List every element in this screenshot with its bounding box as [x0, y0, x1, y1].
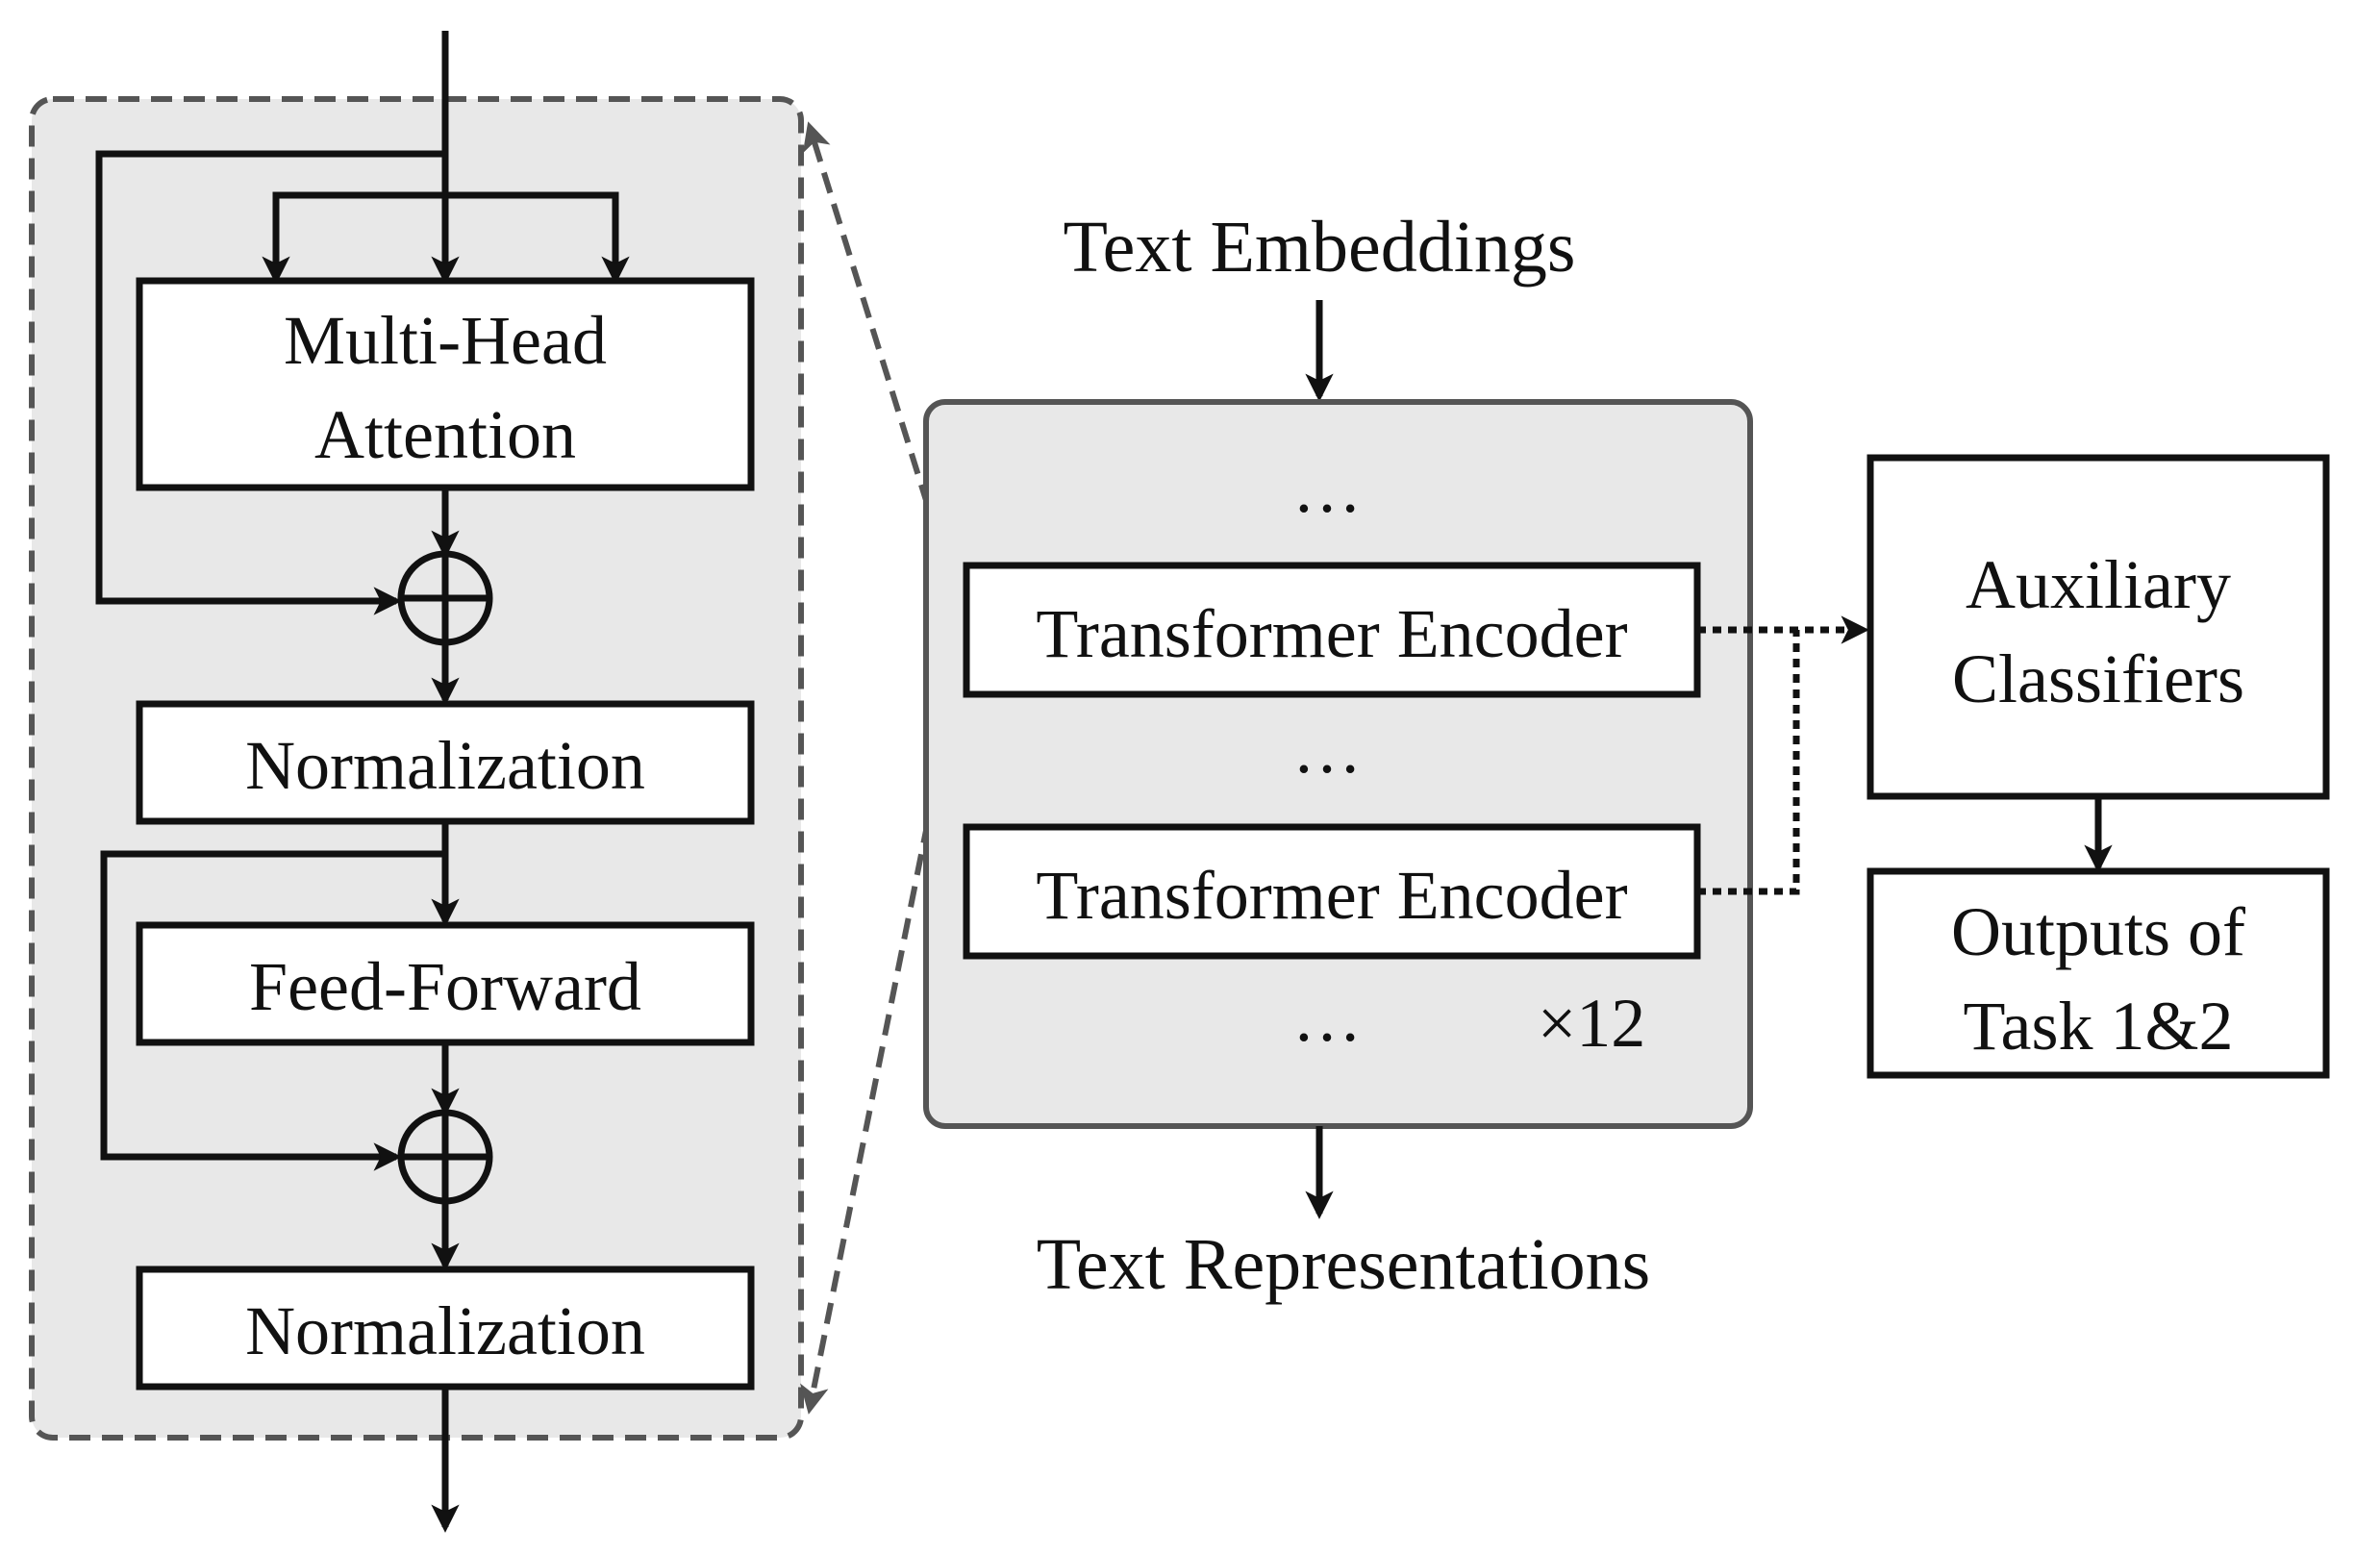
add-icon [397, 550, 493, 646]
multi-head-attention-box [136, 277, 755, 491]
normalization-label-2: Normalization [245, 1292, 645, 1369]
residual-connection-2 [100, 850, 445, 1171]
ellipsis-top: … [1292, 450, 1362, 527]
auxiliary-classifiers-box [1866, 454, 2330, 800]
text-representations-label: Text Representations [1037, 1224, 1650, 1305]
normalization-box-1 [136, 700, 755, 825]
repeat-count-label: ×12 [1538, 985, 1646, 1062]
normalization-label-1: Normalization [245, 727, 645, 804]
multi-head-attention-line2: Attention [314, 396, 576, 473]
encoder2-to-aux-connector [1697, 630, 1800, 895]
multi-head-attention-line1: Multi-Head [284, 302, 607, 379]
auxiliary-classifiers-line2: Classifiers [1952, 640, 2244, 717]
task-outputs-line1: Outputs of [1951, 893, 2245, 970]
task-outputs-box [1866, 867, 2330, 1079]
add-icon [397, 1109, 493, 1205]
auxiliary-classifiers-line1: Auxiliary [1966, 546, 2231, 623]
transformer-encoder-box-2 [963, 823, 1701, 960]
residual-connection-1 [95, 150, 445, 615]
transformer-encoder-label-2: Transformer Encoder [1036, 857, 1627, 934]
ellipsis-bottom: … [1292, 979, 1362, 1056]
feed-forward-box [136, 921, 755, 1046]
task-outputs-line2: Task 1&2 [1964, 988, 2234, 1065]
zoom-connector-top [802, 121, 969, 631]
text-embeddings-label: Text Embeddings [1064, 207, 1576, 288]
feed-forward-label: Feed-Forward [249, 948, 641, 1025]
ellipsis-middle: … [1292, 711, 1362, 788]
transformer-encoder-label-1: Transformer Encoder [1036, 595, 1627, 672]
